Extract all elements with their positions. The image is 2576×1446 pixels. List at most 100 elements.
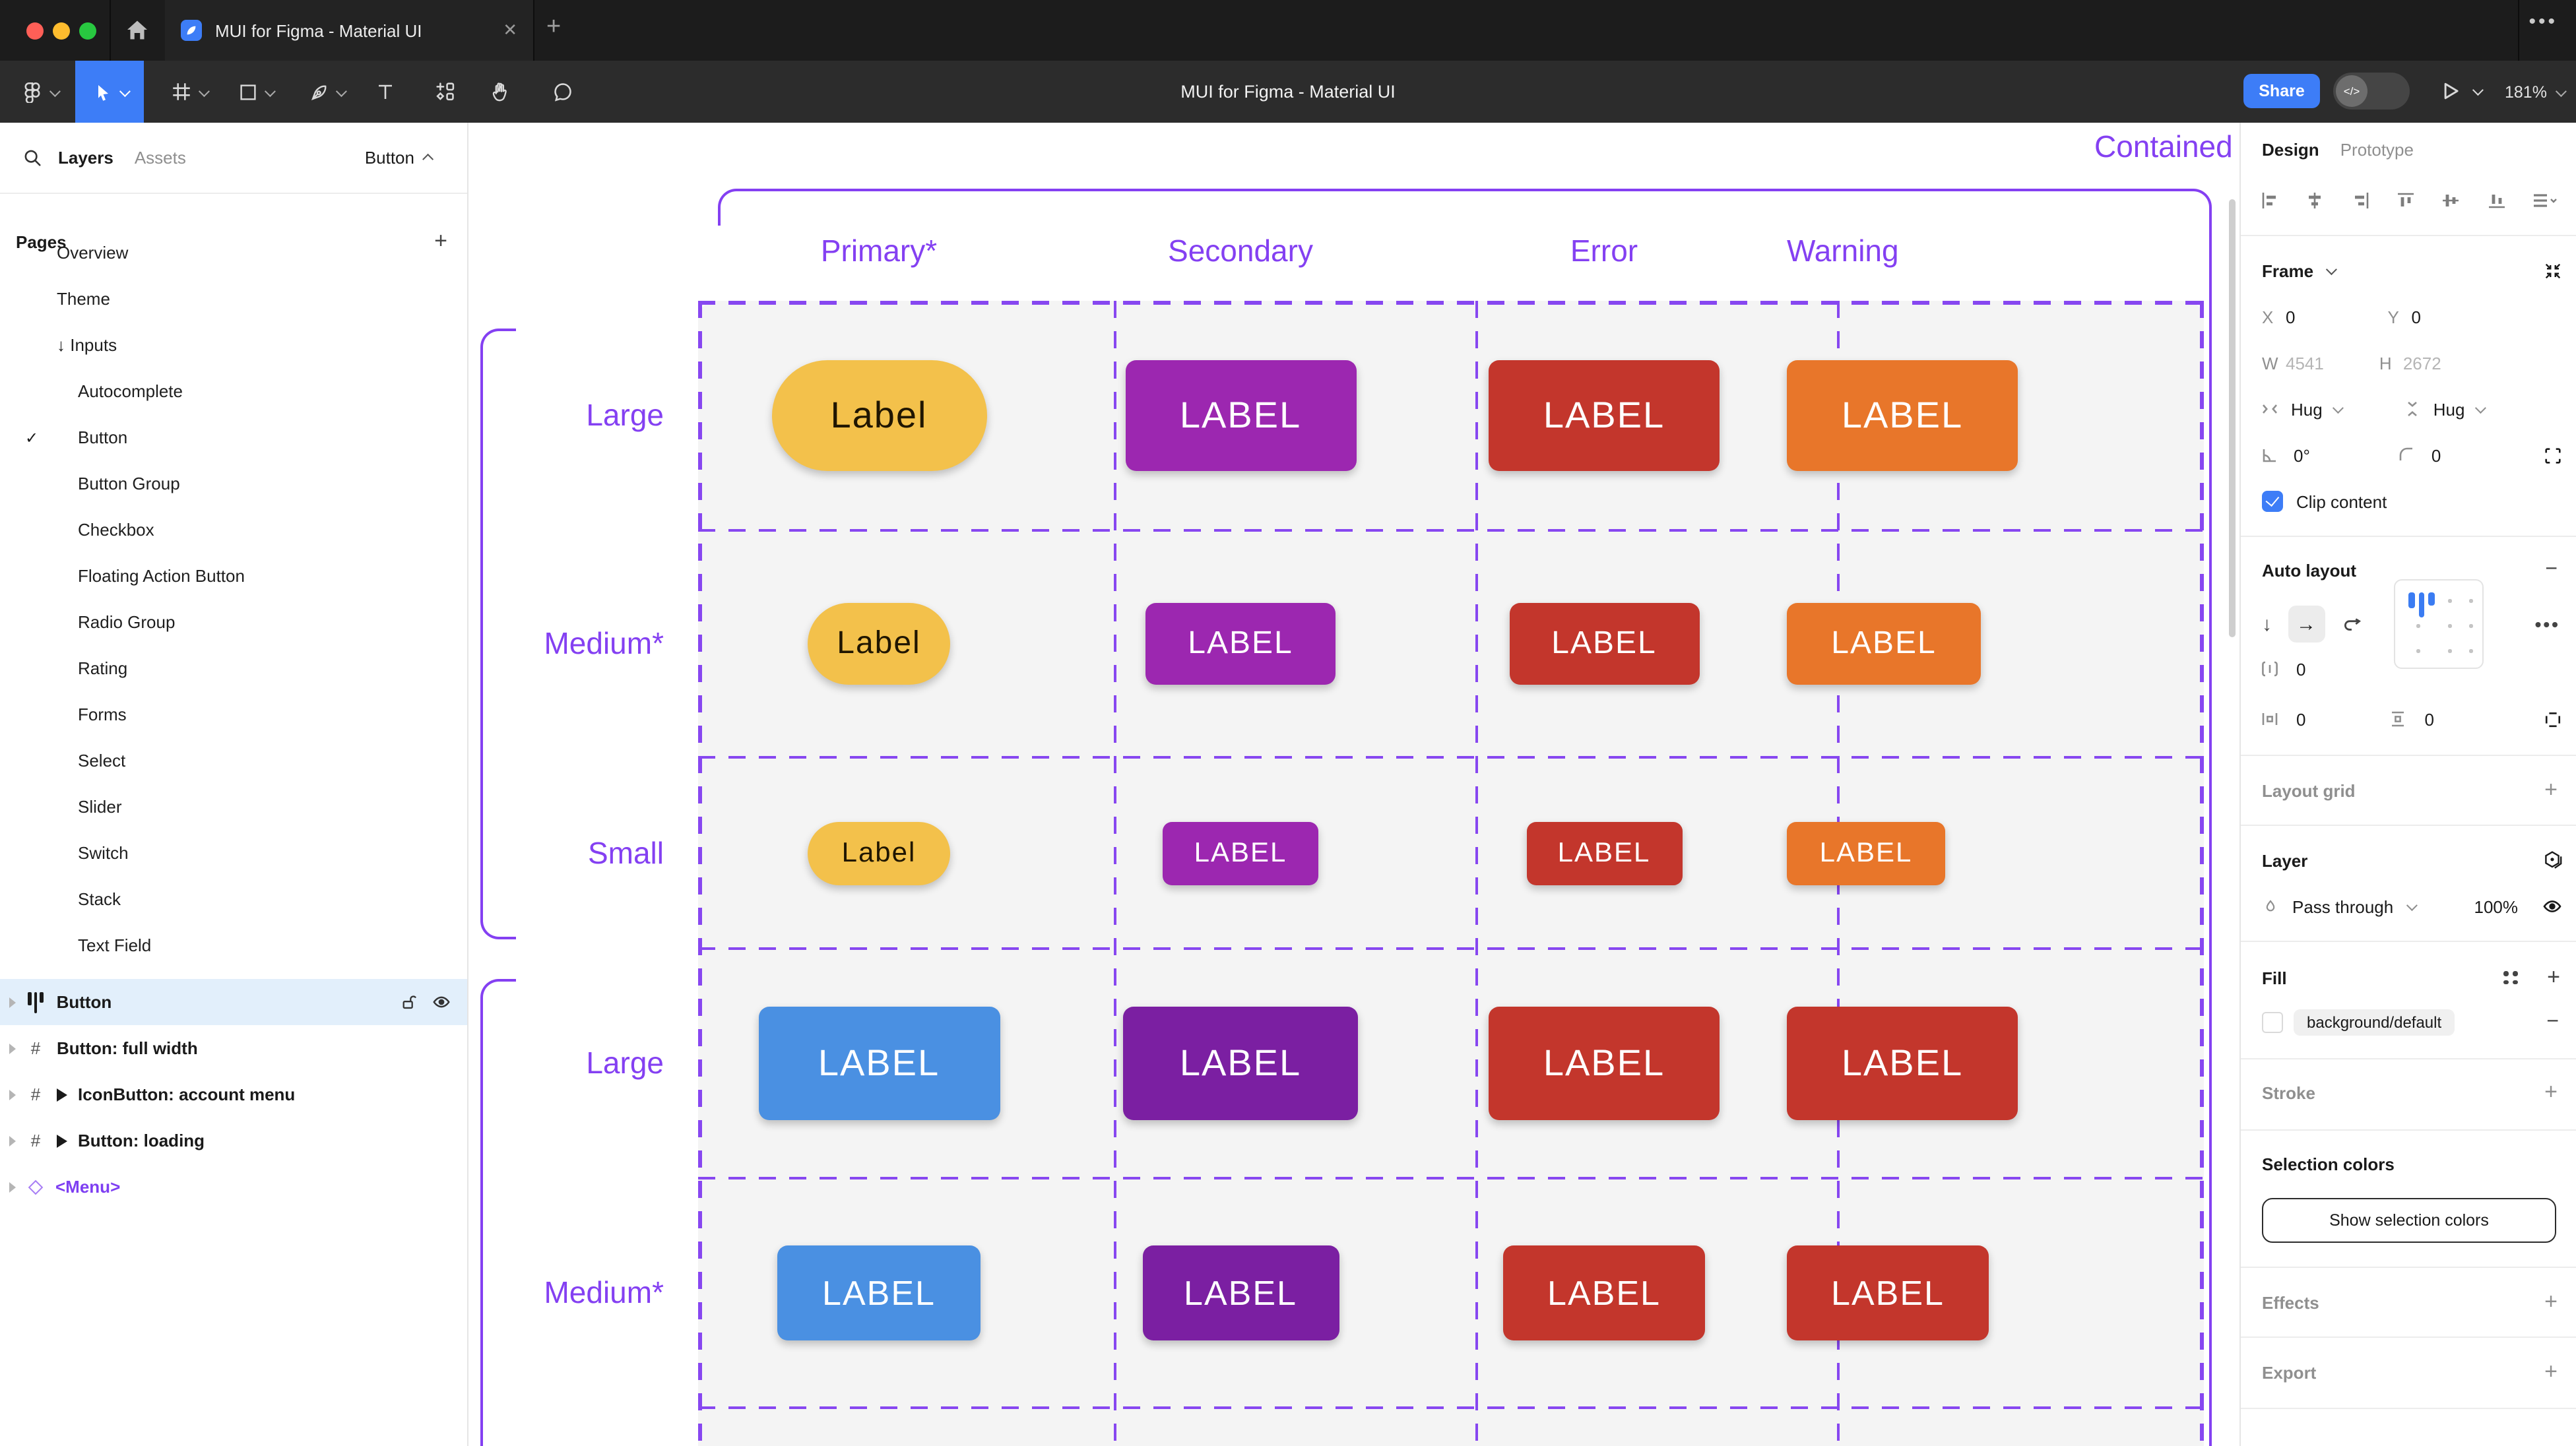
canvas-button[interactable]: LABEL <box>1125 360 1356 471</box>
align-bottom-icon[interactable] <box>2486 190 2507 211</box>
horizontal-padding-value[interactable]: 0 <box>2296 709 2306 729</box>
pen-tool[interactable] <box>296 61 356 123</box>
layer-row-iconbutton-account-menu[interactable]: # IconButton: account menu <box>0 1071 467 1117</box>
actions-tool[interactable] <box>425 61 465 123</box>
canvas-button[interactable]: LABEL <box>1787 360 2018 471</box>
align-top-icon[interactable] <box>2395 190 2416 211</box>
dev-mode-toggle[interactable]: </> <box>2333 73 2410 110</box>
expand-caret-icon[interactable] <box>9 1089 16 1100</box>
distribute-menu-icon[interactable] <box>2531 190 2558 211</box>
expand-caret-icon[interactable] <box>9 997 16 1007</box>
align-right-icon[interactable] <box>2350 190 2371 211</box>
hug-vertical-value[interactable]: Hug <box>2433 399 2465 419</box>
tab-design[interactable]: Design <box>2262 139 2319 159</box>
zoom-level-menu[interactable]: 181% <box>2505 61 2567 123</box>
y-value[interactable]: 0 <box>2411 307 2421 327</box>
close-window-button[interactable] <box>26 22 44 39</box>
page-item[interactable]: ✓ Button <box>0 414 467 460</box>
page-item[interactable]: Button Group <box>0 460 467 507</box>
window-menu-dots-icon[interactable]: ••• <box>2528 11 2558 33</box>
collapse-frame-icon[interactable] <box>2543 261 2563 280</box>
alignment-pad[interactable] <box>2394 579 2484 669</box>
remove-auto-layout-button[interactable]: − <box>2545 558 2558 581</box>
canvas-button[interactable]: LABEL <box>1787 821 1945 885</box>
page-item[interactable]: ↓ Inputs <box>0 322 467 368</box>
x-value[interactable]: 0 <box>2286 307 2296 327</box>
present-button[interactable] <box>2439 79 2484 103</box>
canvas-button[interactable]: LABEL <box>1787 1007 2018 1120</box>
independent-corners-icon[interactable] <box>2543 445 2563 465</box>
page-item[interactable]: Stack <box>0 876 467 922</box>
canvas-button[interactable]: LABEL <box>1526 821 1682 885</box>
tab-close-icon[interactable]: ✕ <box>503 20 517 40</box>
visibility-eye-icon[interactable] <box>432 992 451 1012</box>
unlock-icon[interactable] <box>400 993 417 1011</box>
rotation-value[interactable]: 0° <box>2294 445 2310 465</box>
canvas-button[interactable]: LABEL <box>1123 1007 1358 1120</box>
layer-row-menu-instance[interactable]: <Menu> <box>0 1164 467 1210</box>
align-left-icon[interactable] <box>2259 190 2280 211</box>
canvas-button[interactable]: Label <box>771 360 986 471</box>
add-stroke-button[interactable]: + <box>2544 1079 2558 1104</box>
fill-color-swatch[interactable] <box>2262 1012 2283 1033</box>
shape-tool[interactable] <box>224 61 285 123</box>
canvas-button[interactable]: LABEL <box>777 1245 981 1340</box>
canvas-button[interactable]: Label <box>808 603 950 685</box>
add-export-button[interactable]: + <box>2544 1359 2558 1384</box>
page-item[interactable]: Floating Action Button <box>0 553 467 599</box>
page-item[interactable]: Forms <box>0 691 467 738</box>
minimize-window-button[interactable] <box>53 22 70 39</box>
new-tab-button[interactable]: + <box>546 13 562 41</box>
canvas-button[interactable]: LABEL <box>1489 1007 1720 1120</box>
fill-token-chip[interactable]: background/default <box>2294 1009 2455 1036</box>
canvas-button[interactable]: LABEL <box>1142 1245 1339 1340</box>
align-horizontal-center-icon[interactable] <box>2305 190 2326 211</box>
canvas-button[interactable]: LABEL <box>1163 821 1318 885</box>
vertical-padding-value[interactable]: 0 <box>2424 709 2434 729</box>
layer-row-button-full-width[interactable]: # Button: full width <box>0 1025 467 1071</box>
add-effect-button[interactable]: + <box>2544 1289 2558 1314</box>
corner-radius-value[interactable]: 0 <box>2431 445 2441 465</box>
remove-fill-button[interactable]: − <box>2546 1011 2559 1033</box>
tab-layers[interactable]: Layers <box>58 148 113 168</box>
canvas-button[interactable]: Label <box>808 821 950 885</box>
page-item[interactable]: Radio Group <box>0 599 467 645</box>
clip-content-checkbox[interactable] <box>2262 491 2283 512</box>
expand-caret-icon[interactable] <box>9 1181 16 1192</box>
layout-horizontal-icon-selected[interactable]: → <box>2288 606 2325 643</box>
canvas-button[interactable]: LABEL <box>1145 603 1336 685</box>
move-tool-selected[interactable] <box>75 61 144 123</box>
layer-row-button-loading[interactable]: # Button: loading <box>0 1117 467 1164</box>
layer-opacity-value[interactable]: 100% <box>2474 896 2519 916</box>
tab-assets[interactable]: Assets <box>134 148 186 168</box>
expand-caret-icon[interactable] <box>9 1043 16 1053</box>
layout-vertical-icon[interactable]: ↓ <box>2262 613 2272 635</box>
gap-value[interactable]: 0 <box>2296 659 2306 679</box>
w-value[interactable]: 4541 <box>2286 353 2324 373</box>
page-item[interactable]: Slider <box>0 784 467 830</box>
canvas-scrollbar[interactable] <box>2229 199 2236 637</box>
page-item[interactable]: Theme <box>0 276 467 322</box>
expand-caret-icon[interactable] <box>9 1135 16 1146</box>
individual-padding-icon[interactable] <box>2543 709 2563 729</box>
auto-layout-more-icon[interactable]: ••• <box>2534 613 2560 635</box>
align-vertical-center-icon[interactable] <box>2441 190 2462 211</box>
canvas-button[interactable]: LABEL <box>1787 603 1981 685</box>
selection-jump-dropdown[interactable]: Button <box>365 148 434 168</box>
add-layout-grid-button[interactable]: + <box>2544 777 2558 802</box>
blend-mode-icon[interactable] <box>2542 850 2563 871</box>
page-item[interactable]: Autocomplete <box>0 368 467 414</box>
page-item[interactable]: Switch <box>0 830 467 876</box>
tab-prototype[interactable]: Prototype <box>2340 139 2414 159</box>
home-icon[interactable] <box>124 17 150 50</box>
frame-tool[interactable] <box>158 61 219 123</box>
blend-mode-value[interactable]: Pass through <box>2292 896 2394 916</box>
canvas-button[interactable]: LABEL <box>1489 360 1720 471</box>
page-item[interactable]: Select <box>0 738 467 784</box>
hug-horizontal-value[interactable]: Hug <box>2291 399 2323 419</box>
file-tab[interactable]: MUI for Figma - Material UI ✕ <box>165 0 533 61</box>
canvas-button[interactable]: LABEL <box>1787 1245 1989 1340</box>
page-item[interactable]: Checkbox <box>0 507 467 553</box>
layer-visibility-eye-icon[interactable] <box>2542 896 2563 917</box>
